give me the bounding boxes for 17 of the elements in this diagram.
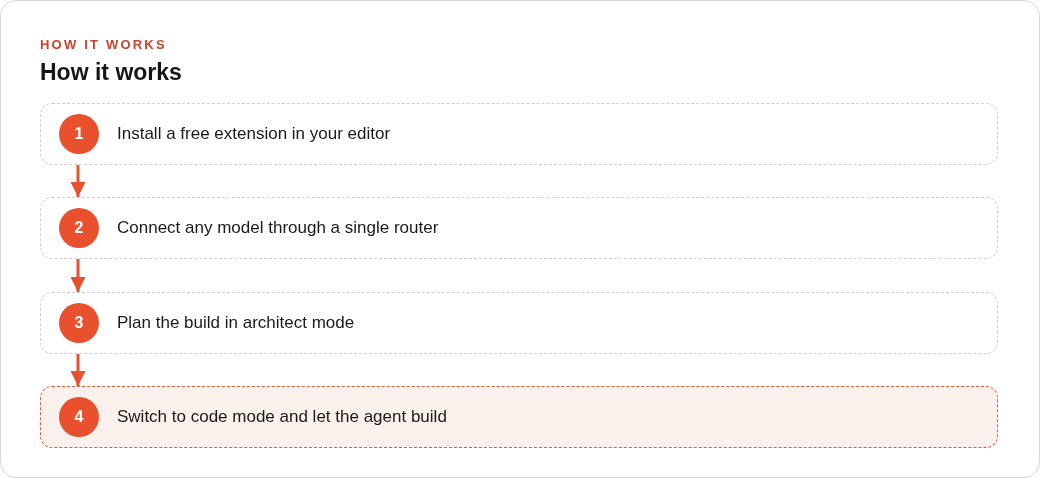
eyebrow-text: HOW IT WORKS: [40, 37, 167, 52]
step-box: [40, 292, 998, 354]
step-number-badge: 4: [59, 397, 99, 437]
step-text: Plan the build in architect mode: [117, 313, 355, 333]
step-box: [40, 386, 998, 448]
arrow: [70, 259, 86, 292]
arrow: [70, 354, 86, 386]
arrow: [70, 165, 86, 197]
step-text: Connect any model through a single router: [117, 218, 439, 238]
step-box: [40, 103, 998, 165]
step-text: Install a free extension in your editor: [117, 124, 391, 144]
step-number-badge: 1: [59, 114, 99, 154]
step-number-badge: 3: [59, 303, 99, 343]
step-text: Switch to code mode and let the agent build: [117, 407, 447, 427]
step-number-badge: 2: [59, 208, 99, 248]
heading: How it works: [40, 59, 182, 86]
step-box: [40, 197, 998, 259]
